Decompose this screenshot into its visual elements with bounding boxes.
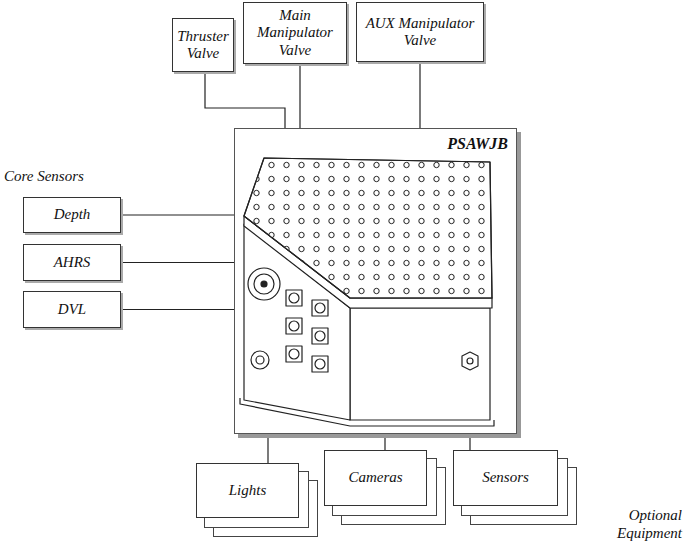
connector-line [469,434,470,450]
round-connector-pin [261,281,267,287]
gland-nut [462,352,478,370]
connector-line [384,434,385,450]
connector-line [121,262,234,263]
small-connector [251,351,269,369]
equipment-box: DVL [23,291,121,328]
equipment-box: Main Manipulator Valve [243,2,347,64]
equipment-box: Lights [196,463,299,518]
box-label: DVL [58,301,86,318]
equipment-box: Depth [23,197,121,233]
lid-top [244,158,492,298]
small-connector-inner [256,356,264,364]
group-label: Core Sensors [4,167,134,185]
connector-line [121,309,234,310]
box-label: PSAWJB [447,135,508,153]
box-label: Lights [229,482,267,499]
connector-line [267,434,268,463]
equipment-box: Thruster Valve [172,18,234,72]
box-label: Thruster Valve [177,28,229,63]
group-label: Optional Equipment [576,506,682,542]
round-connector-inner [254,274,274,294]
square-connectors [286,290,328,372]
equipment-box: Sensors [453,450,558,506]
lid-holes [244,158,492,298]
box-label: Main Manipulator Valve [248,7,342,59]
equipment-box: Cameras [324,450,427,506]
enclosure-flange [240,398,494,426]
equipment-box: AUX Manipulator Valve [356,2,484,62]
connector-line [299,64,300,128]
enclosure-right-face [350,308,490,420]
connector-line [419,62,420,128]
junction-box: PSAWJB [234,128,517,434]
box-label: Depth [54,206,91,223]
box-label: Cameras [348,469,402,486]
box-label: Sensors [482,469,529,486]
connector-line [205,72,285,128]
box-label: AHRS [54,254,91,271]
connector-line [121,214,234,215]
gland-nut-hole [467,358,473,364]
round-connector [248,268,280,300]
box-label: AUX Manipulator Valve [361,15,479,50]
equipment-box: AHRS [23,244,121,281]
